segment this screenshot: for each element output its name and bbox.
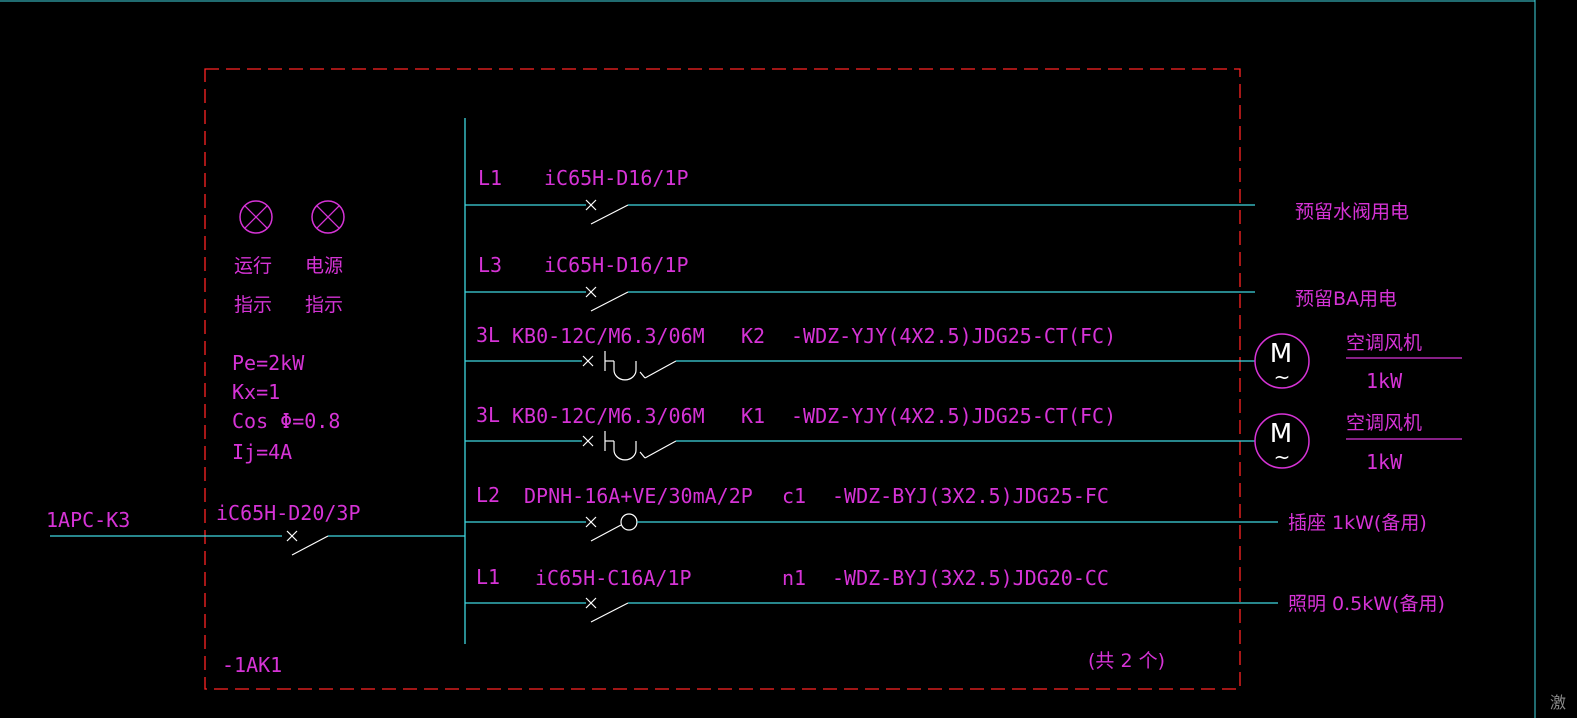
indicator-run-label-1: 运行	[234, 255, 272, 277]
indicator-lamp-run	[239, 200, 273, 234]
circuit-4-number: K1	[741, 404, 765, 428]
circuit-3-motor-starter-symbol	[582, 351, 677, 381]
param-ij: Ij=4A	[232, 440, 292, 464]
circuit-1-breaker-symbol	[585, 199, 629, 225]
circuit-4-motor-icon: M ~	[1254, 413, 1310, 469]
circuit-1-phase: L1	[478, 166, 502, 190]
circuit-3-number: K2	[741, 324, 765, 348]
circuit-2-breaker-symbol	[585, 286, 629, 312]
incoming-breaker-symbol	[286, 530, 329, 556]
circuit-3-motor-icon: M ~	[1254, 333, 1310, 389]
param-cos: Cos Φ=0.8	[232, 409, 340, 433]
circuit-3-phase: 3L	[476, 323, 500, 347]
indicator-power-label-1: 电源	[305, 255, 343, 277]
circuit-2-device: iC65H-D16/1P	[544, 253, 689, 277]
circuit-6-phase: L1	[476, 565, 500, 589]
incoming-feeder-label: 1APC-K3	[46, 508, 130, 532]
circuit-1: L1 iC65H-D16/1P 预留水阀用电	[465, 166, 1409, 225]
circuit-6-number: n1	[782, 566, 806, 590]
circuit-4-load: 空调风机	[1346, 412, 1422, 434]
circuit-5-cable: -WDZ-BYJ(3X2.5)JDG25-FC	[832, 484, 1109, 508]
circuit-6-cable: -WDZ-BYJ(3X2.5)JDG20-CC	[832, 566, 1109, 590]
circuit-3-cable: -WDZ-YJY(4X2.5)JDG25-CT(FC)	[791, 324, 1116, 348]
circuit-6-device: iC65H-C16A/1P	[535, 566, 692, 590]
circuit-2-phase: L3	[478, 253, 502, 277]
indicator-run-label-2: 指示	[234, 294, 272, 316]
circuit-3-load-rating: 1kW	[1366, 369, 1403, 393]
circuit-5-number: c1	[782, 484, 806, 508]
circuit-5-device: DPNH-16A+VE/30mA/2P	[524, 484, 753, 508]
svg-text:~: ~	[1274, 445, 1291, 469]
circuit-4-device: KB0-12C/M6.3/06M	[512, 404, 705, 428]
corner-text: 激	[1550, 693, 1566, 712]
indicator-lamp-power	[311, 200, 345, 234]
circuit-1-device: iC65H-D16/1P	[544, 166, 689, 190]
circuit-4-load-rating: 1kW	[1366, 450, 1403, 474]
svg-text:M: M	[1270, 419, 1292, 449]
circuit-5-load: 插座 1kW(备用)	[1288, 512, 1427, 534]
panel-id: -1AK1	[222, 653, 282, 677]
svg-text:~: ~	[1274, 365, 1291, 389]
circuit-6-breaker-symbol	[585, 597, 629, 623]
circuit-4: 3L KB0-12C/M6.3/06M K1 -WDZ-YJY(4X2.5)JD…	[465, 403, 1462, 474]
circuit-5: L2 DPNH-16A+VE/30mA/2P c1 -WDZ-BYJ(3X2.5…	[465, 483, 1427, 542]
circuit-1-load: 预留水阀用电	[1295, 201, 1409, 223]
circuit-4-cable: -WDZ-YJY(4X2.5)JDG25-CT(FC)	[791, 404, 1116, 428]
circuit-3: 3L KB0-12C/M6.3/06M K2 -WDZ-YJY(4X2.5)JD…	[465, 323, 1462, 393]
param-pe: Pe=2kW	[232, 351, 305, 375]
circuit-4-phase: 3L	[476, 403, 500, 427]
indicator-power-label-2: 指示	[305, 294, 343, 316]
count-note: (共 2 个)	[1088, 650, 1165, 672]
circuit-2-load: 预留BA用电	[1295, 288, 1397, 310]
circuit-5-phase: L2	[476, 483, 500, 507]
param-kx: Kx=1	[232, 380, 280, 404]
circuit-6-load: 照明 0.5kW(备用)	[1288, 593, 1445, 615]
circuit-4-motor-starter-symbol	[582, 431, 677, 461]
svg-text:M: M	[1270, 339, 1292, 369]
circuit-3-load: 空调风机	[1346, 332, 1422, 354]
incoming-breaker-label: iC65H-D20/3P	[216, 501, 361, 525]
circuit-5-rcd-symbol	[585, 513, 638, 542]
circuit-3-device: KB0-12C/M6.3/06M	[512, 324, 705, 348]
circuit-2: L3 iC65H-D16/1P 预留BA用电	[465, 253, 1397, 312]
panel-frame	[204, 68, 1241, 690]
circuit-6: L1 iC65H-C16A/1P n1 -WDZ-BYJ(3X2.5)JDG20…	[465, 565, 1445, 623]
